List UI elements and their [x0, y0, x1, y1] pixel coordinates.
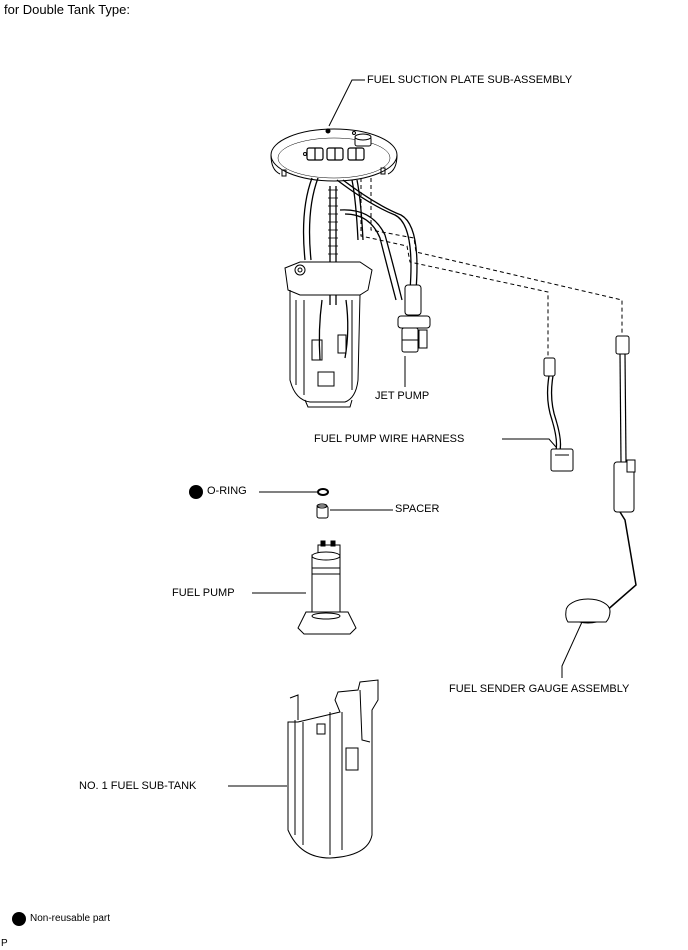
label-fuel-sender-gauge: FUEL SENDER GAUGE ASSEMBLY: [449, 683, 630, 695]
legend-non-reusable-label: Non-reusable part: [30, 913, 111, 924]
legend-non-reusable-dot: [12, 912, 26, 926]
o-ring-part: [317, 488, 329, 496]
o-ring-non-reusable-dot: [189, 485, 203, 499]
non-reusable-markers: [12, 485, 203, 926]
fuel-sender-gauge-assembly: [565, 335, 637, 624]
label-fuel-suction-plate: FUEL SUCTION PLATE SUB-ASSEMBLY: [367, 74, 573, 86]
fuel-pump-wire-harness: [543, 357, 574, 472]
label-spacer: SPACER: [395, 503, 440, 515]
label-fuel-pump: FUEL PUMP: [172, 587, 235, 599]
label-no1-fuel-sub-tank: NO. 1 FUEL SUB-TANK: [79, 780, 197, 792]
diagram-title: for Double Tank Type:: [4, 2, 130, 17]
jet-pump: [397, 284, 431, 353]
label-o-ring: O-RING: [207, 485, 247, 497]
footer-code: P: [1, 938, 8, 949]
dashed-guides: [360, 178, 623, 357]
fuel-pump-part: [297, 540, 357, 635]
no1-fuel-sub-tank: [287, 679, 379, 859]
pump-housing: [284, 261, 373, 408]
leader-lines: [228, 79, 583, 787]
spacer-part: [316, 503, 329, 519]
label-fuel-pump-wire-harness: FUEL PUMP WIRE HARNESS: [314, 433, 465, 445]
label-jet-pump: JET PUMP: [375, 390, 430, 402]
fuel-suction-plate-sub-assembly: [270, 128, 398, 182]
